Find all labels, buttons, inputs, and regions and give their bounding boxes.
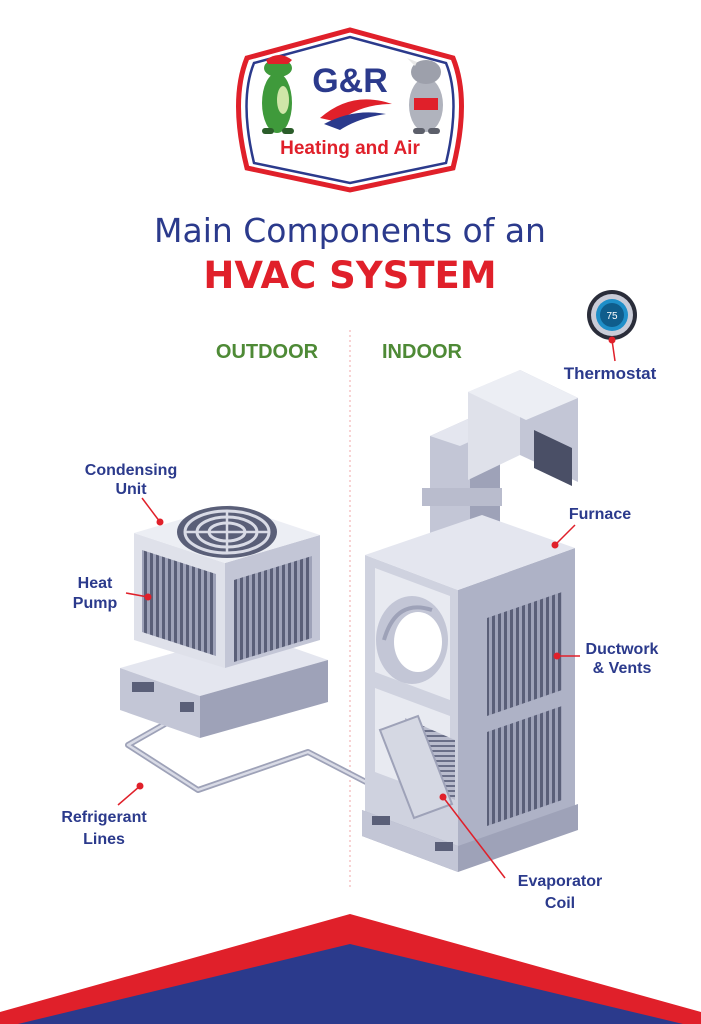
label-heat-pump-line2: Pump <box>73 595 118 612</box>
condenser-fan-icon <box>177 506 277 558</box>
title-line-1: Main Components of an <box>154 211 546 250</box>
label-condensing-unit-line2: Unit <box>115 481 147 498</box>
logo-badge-inner <box>245 35 455 185</box>
indoor-heading: INDOOR <box>382 341 463 363</box>
label-thermostat: Thermostat <box>564 364 657 383</box>
footer-chevron <box>0 914 701 1024</box>
outdoor-heading: OUTDOOR <box>216 341 319 363</box>
logo-swoosh-icon <box>320 99 392 122</box>
label-refrigerant-line1: Refrigerant <box>61 809 147 826</box>
logo-brand-text: G&R <box>312 62 388 100</box>
label-evaporator-line1: Evaporator <box>518 873 602 890</box>
label-refrigerant-line2: Lines <box>83 831 125 848</box>
rhino-mascot-icon <box>407 58 443 134</box>
label-heat-pump-line1: Heat <box>78 575 113 592</box>
title-line-2: HVAC SYSTEM <box>203 254 496 297</box>
furnace-unit <box>362 370 578 872</box>
label-condensing-unit-line1: Condensing <box>85 462 177 479</box>
label-evaporator-line2: Coil <box>545 895 575 912</box>
alligator-mascot-icon <box>262 55 294 134</box>
blower-fan-icon <box>376 596 448 684</box>
thermostat-marker <box>608 336 616 344</box>
thermostat-icon: 75 <box>587 290 637 340</box>
label-ductwork-line2: & Vents <box>593 660 652 677</box>
logo-tagline-text: Heating and Air <box>280 138 420 159</box>
label-ductwork-line1: Ductwork <box>586 641 659 658</box>
condensing-unit <box>120 505 328 738</box>
pointer-markers <box>117 497 580 879</box>
thermostat-reading: 75 <box>606 311 618 322</box>
company-logo: G&R Heating and Air <box>236 27 464 193</box>
refrigerant-lines <box>125 709 369 793</box>
label-furnace: Furnace <box>569 506 631 523</box>
